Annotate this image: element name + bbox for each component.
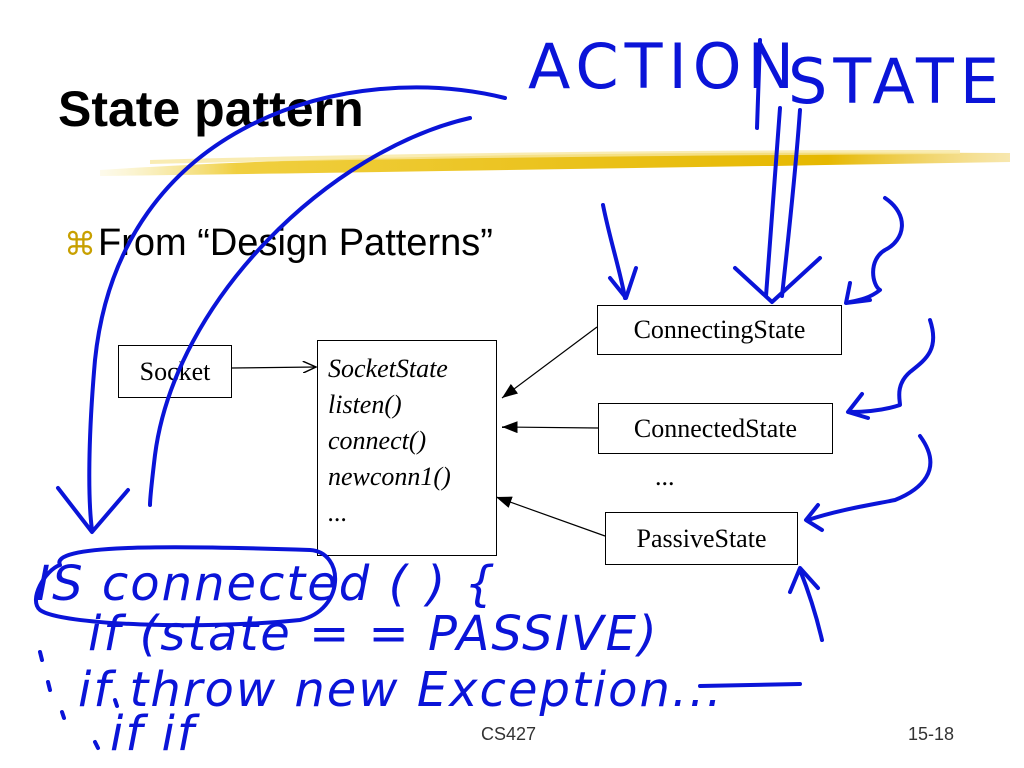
ink-curve-inner	[148, 116, 472, 507]
ink-dot-3	[60, 710, 66, 720]
ink-arrow-connecting-left	[601, 203, 627, 300]
slide-title: State pattern	[58, 81, 364, 137]
ink-arrowhead-state	[733, 256, 822, 304]
method-newconn1: newconn1()	[328, 462, 451, 491]
connected-state-box: ConnectedState	[598, 403, 833, 454]
footer-course: CS427	[481, 724, 537, 744]
ink-label-action: ACTION	[528, 30, 800, 103]
passive-state-label: PassiveState	[636, 523, 767, 553]
ink-dot-4	[93, 740, 100, 750]
arrow-connecting-to-state	[501, 326, 598, 399]
ink-dot-5	[113, 698, 119, 708]
method-ellipsis: ...	[328, 498, 348, 527]
ink-arrow-state-2	[780, 108, 802, 298]
arrow-passive-to-state	[495, 496, 606, 537]
passive-state-box: PassiveState	[605, 512, 798, 565]
bullet-text: From “Design Patterns”	[98, 222, 493, 264]
ink-loop	[33, 545, 337, 628]
ink-code-line-1: IS connected ( ) {	[36, 556, 497, 612]
command-key-icon: ⌘	[64, 225, 96, 263]
ink-arrow-state-1	[764, 106, 782, 298]
arrow-connected-to-state	[501, 421, 599, 434]
ink-squiggle-passive	[806, 434, 933, 522]
footer-page-number: 15-18	[908, 724, 955, 744]
ink-arrow-passive-up	[798, 568, 824, 642]
ink-label-state: STATE	[788, 45, 1006, 118]
method-listen: listen()	[328, 390, 402, 419]
ink-curve-outer	[87, 85, 507, 532]
ink-arrowhead-connected	[846, 392, 870, 420]
socket-state-name: SocketState	[328, 354, 448, 383]
ink-squiggle-connected	[848, 318, 936, 414]
socket-state-box: SocketState listen() connect() newconn1(…	[317, 340, 497, 556]
arrow-socket-to-state	[231, 367, 316, 368]
ink-arrowhead-passive-up	[788, 566, 820, 594]
socket-box: Socket	[118, 345, 232, 398]
more-states-ellipsis: ...	[655, 462, 675, 491]
ink-dot-1	[38, 650, 44, 662]
ink-dot-2	[46, 680, 52, 692]
ink-code-line-2: if (state = = PASSIVE)	[88, 606, 659, 662]
ink-underline-exception	[698, 682, 802, 688]
ink-arrowhead-big	[56, 486, 130, 534]
ink-code-line-3: if throw new Exception...	[78, 662, 724, 718]
ink-arrowhead-connecting-right	[844, 281, 872, 305]
ink-code-line-4: if if	[110, 706, 196, 762]
ink-arrowhead-passive	[804, 503, 824, 532]
connecting-state-box: ConnectingState	[597, 305, 842, 355]
ink-divider	[755, 38, 762, 130]
ink-squiggle-connecting	[848, 196, 904, 304]
connecting-state-label: ConnectingState	[633, 315, 806, 344]
method-connect: connect()	[328, 426, 427, 455]
connected-state-label: ConnectedState	[633, 413, 798, 443]
ink-arrowhead-connecting-left	[608, 266, 638, 300]
bullet-item: ⌘From “Design Patterns”	[64, 222, 493, 265]
